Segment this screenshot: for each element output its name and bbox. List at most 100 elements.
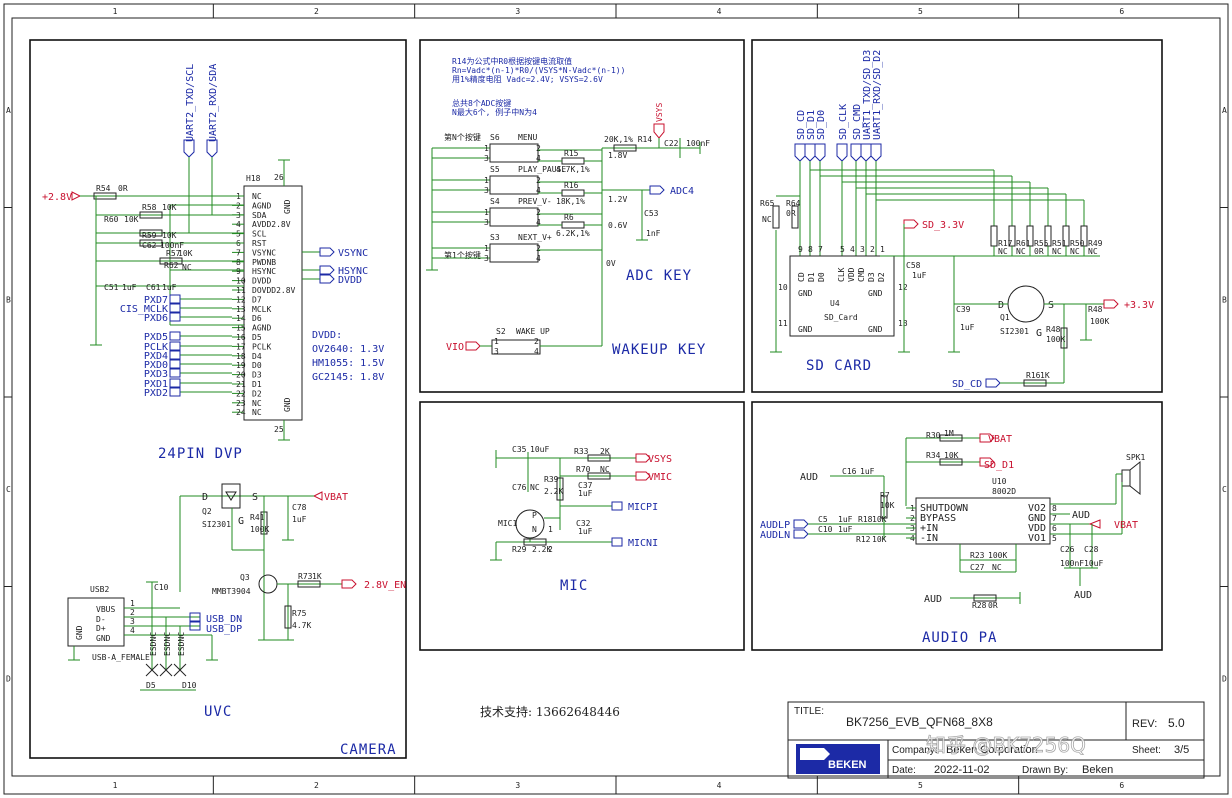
adc-note-4: 总共8个ADC按键 xyxy=(452,98,511,108)
svg-text:100K: 100K xyxy=(1090,317,1109,326)
usb-type: USB-A_FEMALE xyxy=(92,653,150,662)
svg-text:2.2K: 2.2K xyxy=(532,545,551,554)
watermark: 知乎 @BK7256Q xyxy=(926,733,1086,757)
adc-key-name: NEXT_V+ xyxy=(518,233,552,242)
adc-key-res: R16 xyxy=(564,181,579,190)
s2-ref: S2 xyxy=(496,327,506,336)
wakeup-key-title: WAKEUP KEY xyxy=(612,342,706,358)
svg-text:R16: R16 xyxy=(1026,371,1041,380)
h18-pin-name: SDA xyxy=(252,211,267,220)
svg-text:R54: R54 xyxy=(96,184,111,193)
h18-pin-num: 14 xyxy=(236,314,246,323)
sd-card-frame xyxy=(751,39,1163,393)
h18-pin-name: PCLK xyxy=(252,342,271,351)
svg-text:2: 2 xyxy=(548,545,553,554)
svg-text:C53: C53 xyxy=(644,209,659,218)
u10-part: 8002D xyxy=(992,487,1016,496)
sd-pull-res-val: NC xyxy=(1070,247,1080,256)
svg-text:1uF: 1uF xyxy=(578,527,593,536)
sd-cd-net: SD_CD xyxy=(952,379,982,390)
svg-text:1K: 1K xyxy=(312,572,322,581)
svg-text:R34: R34 xyxy=(926,451,941,460)
rev-label: REV: xyxy=(1132,718,1157,730)
svg-text:10uF: 10uF xyxy=(530,445,549,454)
svg-text:C76: C76 xyxy=(512,483,527,492)
usb-ref: USB2 xyxy=(90,585,109,594)
adc-key-ref: S6 xyxy=(490,133,500,142)
svg-text:NC: NC xyxy=(600,465,610,474)
mic-title: MIC xyxy=(560,578,588,594)
h18-pin-name: HSYNC xyxy=(252,267,276,276)
svg-text:10K: 10K xyxy=(872,535,887,544)
camera-net-left: CIS_MCLK xyxy=(120,304,168,315)
h18-pin25: 25 xyxy=(274,425,284,434)
camera-net-left: PXD3 xyxy=(144,369,168,380)
u4-pin-num: 4 xyxy=(850,245,855,254)
svg-text:1: 1 xyxy=(494,337,499,346)
svg-text:0.6V: 0.6V xyxy=(608,221,627,230)
mic1-ref: MIC1 xyxy=(498,519,517,528)
company-label: Company: xyxy=(892,745,938,756)
h18-pin-name: D6 xyxy=(252,314,262,323)
h18-pin-name: RST xyxy=(252,239,267,248)
zone-row-left: B xyxy=(6,295,11,304)
svg-text:R75: R75 xyxy=(292,609,307,618)
svg-text:2.2K: 2.2K xyxy=(544,487,563,496)
svg-text:R48: R48 xyxy=(1046,325,1061,334)
svg-text:1uF: 1uF xyxy=(838,515,853,524)
camera-part-label: R59 xyxy=(142,231,157,240)
zone-col-top: 6 xyxy=(1119,7,1124,16)
svg-text:R64: R64 xyxy=(786,199,801,208)
svg-text:3: 3 xyxy=(494,347,499,356)
adc-vsys: VSYS xyxy=(655,103,664,122)
zone-col-bottom: 4 xyxy=(717,781,722,790)
adc-key-pin: 4 xyxy=(536,186,541,195)
audlp-net: AUDLP xyxy=(760,520,790,531)
h18-pin-name: NC xyxy=(252,192,262,201)
mic-n-net: MICNI xyxy=(628,538,658,549)
adc-key-pin: 4 xyxy=(536,154,541,163)
q2-part: SI2301 xyxy=(202,520,231,529)
svg-text:0R: 0R xyxy=(118,184,128,193)
h18-pin-name: D1 xyxy=(252,380,262,389)
rev-value: 5.0 xyxy=(1168,716,1185,730)
adc-key-pin: 4 xyxy=(536,254,541,263)
u10-amplifier xyxy=(915,497,1051,545)
zone-col-top: 3 xyxy=(515,7,520,16)
uvc-en: 2.8V_EN xyxy=(364,580,406,591)
svg-text:100nF: 100nF xyxy=(1060,559,1084,568)
zone-row-left: A xyxy=(6,106,11,115)
beken-logo: BEKEN xyxy=(796,744,880,774)
sd-pull-res: R49 xyxy=(1088,239,1103,248)
usb-dp-net: USB_DP xyxy=(206,624,242,635)
q1-mosfet xyxy=(1007,285,1045,323)
svg-text:R65: R65 xyxy=(760,199,775,208)
h18-pin-num: 5 xyxy=(236,230,241,239)
zone-col-bottom: 3 xyxy=(515,781,520,790)
date-value: 2022-11-02 xyxy=(934,764,989,776)
sd-3v3-supply: +3.3V xyxy=(1124,300,1154,311)
adc-key-res-val: 4.7K,1% xyxy=(556,165,590,174)
title-label: TITLE: xyxy=(794,706,824,717)
uart2-txd-label: UART2_TXD/SCL xyxy=(185,64,196,142)
svg-text:10K: 10K xyxy=(944,451,959,460)
svg-text:NC: NC xyxy=(762,215,772,224)
u4-pin-num: 2 xyxy=(870,245,875,254)
svg-text:1uF: 1uF xyxy=(912,271,927,280)
camera-title: CAMERA xyxy=(340,742,397,758)
svg-text:R29: R29 xyxy=(512,545,527,554)
adc-key-name: PREV_V- xyxy=(518,197,552,206)
svg-text:C37: C37 xyxy=(578,481,593,490)
u4-pin-num: 3 xyxy=(860,245,865,254)
camera-net-left: PXD2 xyxy=(144,388,168,399)
svg-text:R73: R73 xyxy=(298,572,313,581)
sd-pull-res: R50 xyxy=(1070,239,1085,248)
u10-pin-left: +IN xyxy=(920,523,938,534)
svg-text:D10: D10 xyxy=(182,681,197,690)
u10-pin-num: 5 xyxy=(1052,534,1057,543)
camera-frame xyxy=(29,39,407,759)
svg-text:100K: 100K xyxy=(988,551,1007,560)
u4-ref: U4 xyxy=(830,299,840,308)
